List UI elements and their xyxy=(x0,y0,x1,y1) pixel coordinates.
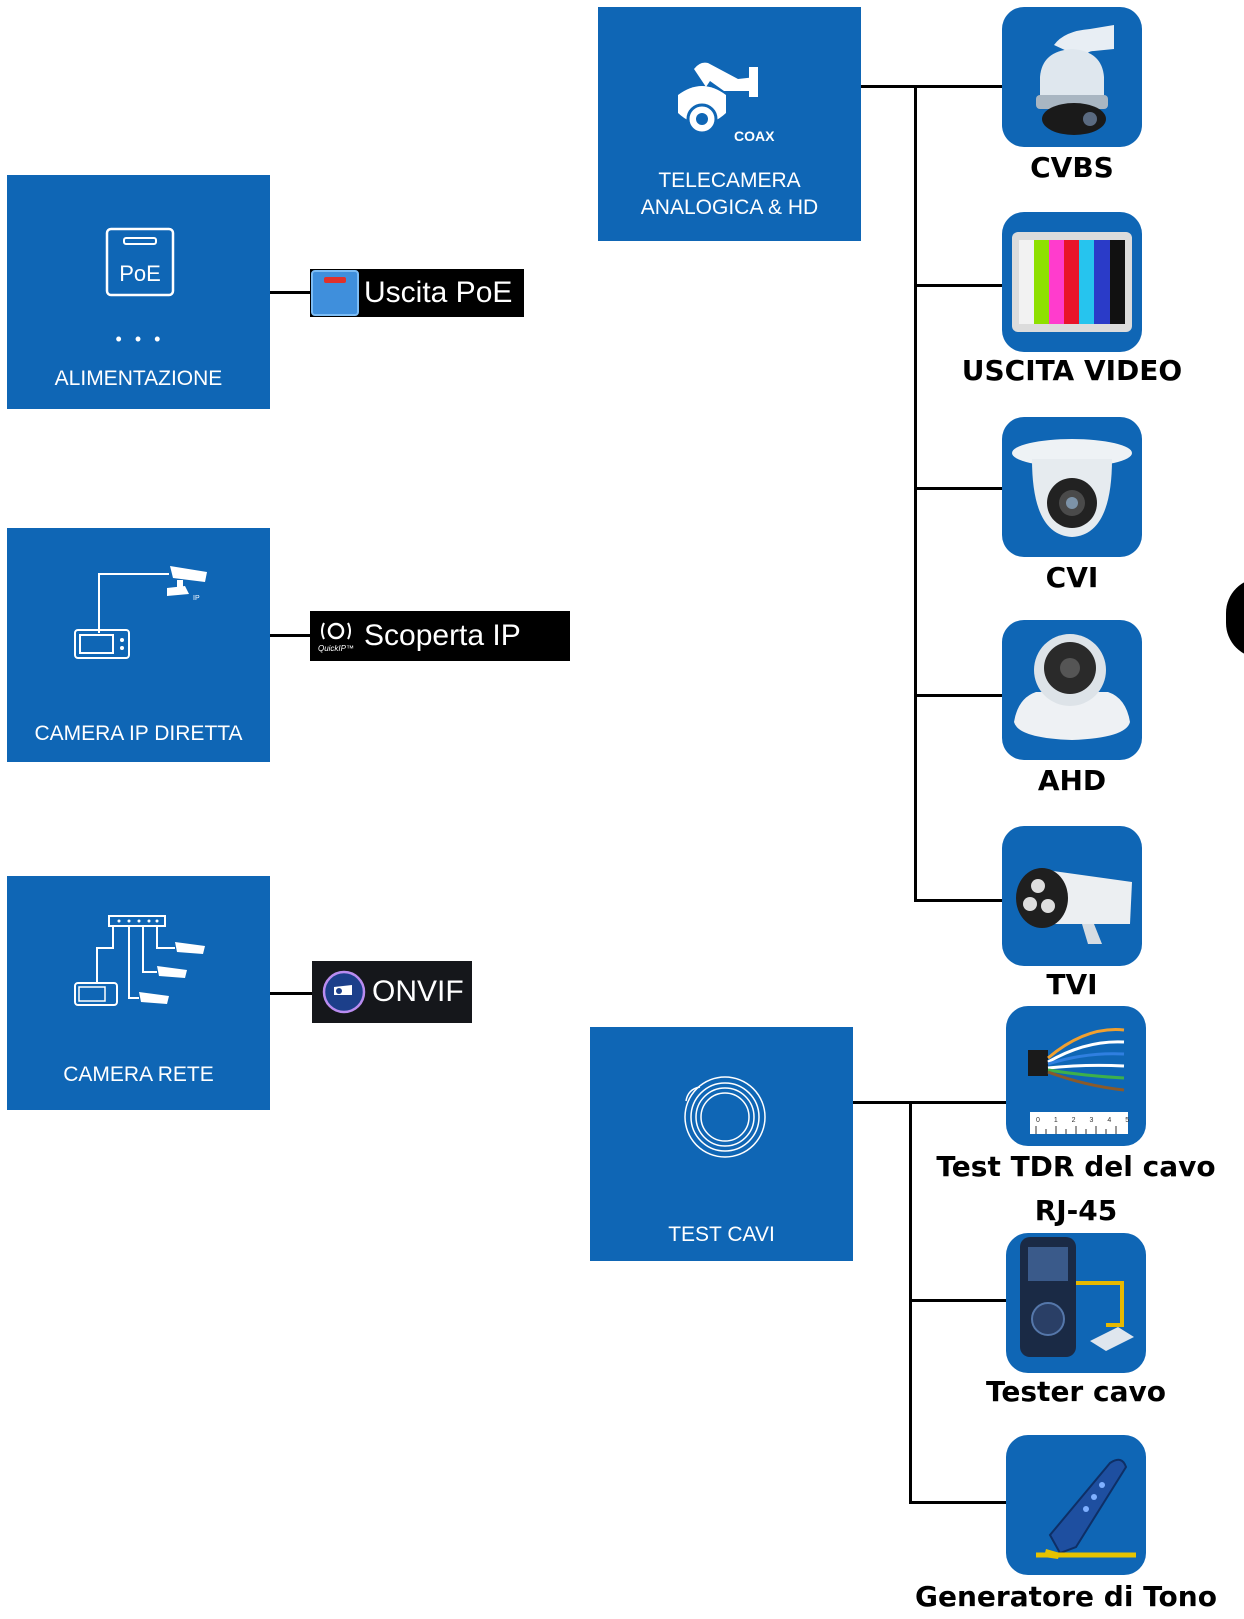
tile-test-cavi[interactable]: TEST CAVI xyxy=(590,1027,853,1261)
branch-line xyxy=(914,899,1002,902)
connector-line xyxy=(270,634,310,637)
dome-camera-icon xyxy=(1012,439,1132,537)
branch-line xyxy=(914,694,1002,697)
tile-label: CAMERA IP DIRETTA xyxy=(34,722,243,745)
quickip-text: QuickIP™ xyxy=(318,644,354,653)
branch-line xyxy=(909,1101,1006,1104)
onvif-icon xyxy=(322,970,366,1014)
app-ahd[interactable] xyxy=(1002,620,1142,760)
tree-trunk xyxy=(914,85,917,902)
chip-onvif[interactable]: ONVIF xyxy=(312,961,472,1023)
app-label-cvi: CVI xyxy=(1045,561,1099,594)
ip-tag-text: IP xyxy=(193,595,200,602)
app-label-generatore-tono: Generatore di Tono xyxy=(915,1580,1217,1613)
ptz-dome-camera-icon xyxy=(1036,25,1114,135)
app-label-test-tdr: Test TDR del cavo RJ-45 xyxy=(936,1150,1216,1227)
bullet-camera-icon xyxy=(1016,868,1132,944)
branch-line xyxy=(914,284,1002,287)
edge-button[interactable] xyxy=(1226,578,1244,658)
tree-trunk xyxy=(909,1101,912,1504)
branch-line xyxy=(909,1501,1006,1504)
app-tvi[interactable] xyxy=(1002,826,1142,966)
tile-label: ALIMENTAZIONE xyxy=(54,367,223,390)
tile-alimentazione[interactable]: PoE • • • ALIMENTAZIONE xyxy=(7,175,270,409)
app-cvbs[interactable] xyxy=(1002,7,1142,147)
tile-dots: • • • xyxy=(116,329,165,349)
switch-to-cameras-icon xyxy=(74,915,205,1006)
app-generatore-tono[interactable] xyxy=(1006,1435,1146,1575)
tile-camera-ip-diretta[interactable]: IP CAMERA IP DIRETTA xyxy=(7,528,270,762)
tile-label: TELECAMERA ANALOGICA & HD xyxy=(640,169,819,219)
app-label-ahd: AHD xyxy=(1037,764,1107,797)
color-bars-icon xyxy=(1012,232,1132,332)
rj45-wires-ruler-icon: 0 1 2 3 4 5 xyxy=(1028,1028,1135,1134)
coax-tag-text: COAX xyxy=(734,128,775,144)
chip-uscita-poe[interactable]: Uscita PoE xyxy=(310,269,524,317)
connector-line xyxy=(861,85,916,88)
connector-line xyxy=(270,291,310,294)
tone-generator-icon xyxy=(1036,1458,1136,1559)
monitor-to-ip-camera-icon: IP xyxy=(74,566,207,659)
tile-label: CAMERA RETE xyxy=(63,1063,214,1086)
poe-icon-text: PoE xyxy=(119,261,161,286)
tile-camera-rete[interactable]: CAMERA RETE xyxy=(7,876,270,1110)
ruler-numbers: 0 1 2 3 4 5 xyxy=(1036,1117,1135,1124)
app-cvi[interactable] xyxy=(1002,417,1142,557)
branch-line xyxy=(909,1299,1006,1302)
branch-line xyxy=(914,487,1002,490)
app-label-cvbs: CVBS xyxy=(1030,151,1114,184)
app-label-tester-cavo: Tester cavo xyxy=(986,1375,1166,1408)
tile-label: TEST CAVI xyxy=(668,1223,775,1246)
app-test-tdr[interactable]: 0 1 2 3 4 5 xyxy=(1006,1006,1146,1146)
app-label-uscita-video: USCITA VIDEO xyxy=(961,354,1183,387)
chip-label: Uscita PoE xyxy=(364,276,513,309)
ptz-camera-icon: COAX xyxy=(678,62,775,144)
branch-line xyxy=(914,85,1002,88)
app-tester-cavo[interactable] xyxy=(1006,1233,1146,1373)
cable-tester-icon xyxy=(1020,1237,1134,1357)
poe-output-icon xyxy=(311,270,359,316)
chip-label: Scoperta IP xyxy=(364,619,521,652)
ir-dome-camera-icon xyxy=(1014,634,1130,740)
connector-line xyxy=(270,992,312,995)
tile-telecamera-analogica[interactable]: COAX TELECAMERA ANALOGICA & HD xyxy=(598,7,861,241)
app-uscita-video[interactable] xyxy=(1002,212,1142,352)
chip-label: ONVIF xyxy=(372,975,464,1008)
poe-panel-icon: PoE • • • xyxy=(105,227,175,349)
chip-scoperta-ip[interactable]: QuickIP™ Scoperta IP xyxy=(310,611,570,661)
quickip-icon: QuickIP™ xyxy=(318,622,354,653)
connector-line xyxy=(853,1101,911,1104)
app-label-tvi: TVI xyxy=(1046,968,1098,1001)
cable-coil-icon xyxy=(684,1076,766,1158)
